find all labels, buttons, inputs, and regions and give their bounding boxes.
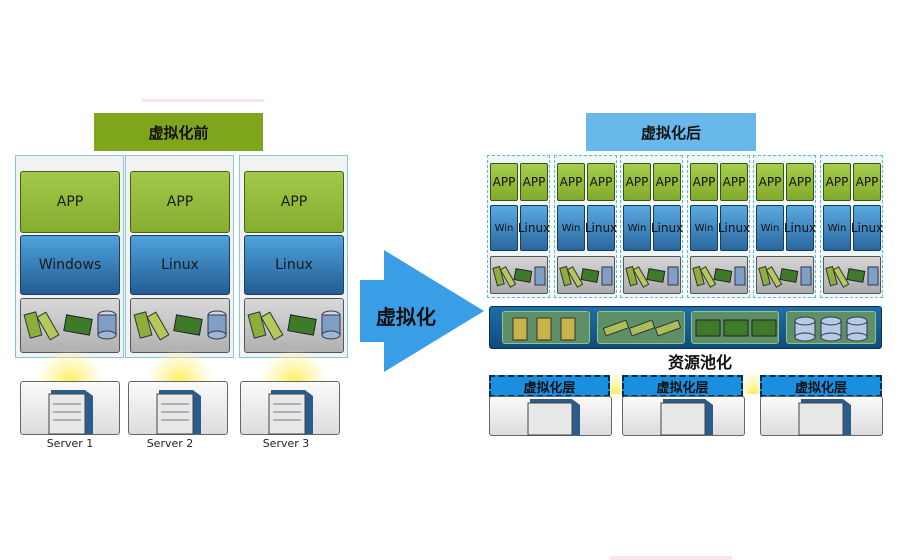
host-server-2 [622, 396, 745, 436]
pool-storage [786, 311, 876, 344]
hardware-icons [23, 310, 117, 341]
vm-app-block: APP [720, 163, 748, 201]
resource-pool-label: 资源池化 [667, 353, 732, 372]
os-block-2: Linux [130, 235, 230, 295]
vm-app-block: APP [520, 163, 548, 201]
vm-hardware-block [823, 256, 881, 294]
glow-3 [262, 350, 326, 382]
vm-app-block: APP [653, 163, 681, 201]
hardware-block-1 [20, 298, 120, 353]
app-block-1: APP [20, 171, 120, 233]
title-before-virtualization: 虚拟化前 [94, 113, 263, 151]
vm-app-block: APP [786, 163, 814, 201]
os-block-1: Windows [20, 235, 120, 295]
network-cards-icon [695, 319, 777, 337]
vm-app-block: APP [557, 163, 585, 201]
server-icon [268, 390, 313, 435]
vm-app-block: APP [853, 163, 881, 201]
virtualization-layer-2: 虚拟化层 [622, 375, 743, 397]
vm-os-win: Win [823, 205, 851, 251]
vm-os-linux: Linux [718, 205, 750, 251]
vm-os-win: Win [623, 205, 651, 251]
cpu-chips-icon [512, 317, 576, 341]
vm-os-win: Win [490, 205, 518, 251]
server-label-1: Server 1 [46, 437, 94, 450]
os-block-3: Linux [244, 235, 344, 295]
hardware-block-2 [130, 298, 230, 353]
vm-os-linux: Linux [585, 205, 617, 251]
vm-os-win: Win [690, 205, 718, 251]
decor-strip-bottom [610, 556, 732, 560]
physical-server-3 [240, 381, 340, 435]
virtualization-arrow [360, 250, 484, 372]
vm-os-linux: Linux [851, 205, 883, 251]
vm-os-win: Win [557, 205, 585, 251]
vm-os-linux: Linux [518, 205, 550, 251]
glow-1 [38, 350, 102, 382]
vm-hardware-block [557, 256, 615, 294]
virtualization-layer-1: 虚拟化层 [489, 375, 610, 397]
decor-strip-top [142, 99, 264, 102]
arrow-label: 虚拟化 [376, 305, 436, 329]
pool-memory [597, 311, 685, 344]
hardware-block-3 [244, 298, 344, 353]
physical-server-2 [128, 381, 228, 435]
host-server-1 [489, 396, 612, 436]
vm-hardware-block [623, 256, 681, 294]
vm-os-linux: Linux [651, 205, 683, 251]
server-icon [156, 390, 201, 435]
vm-app-block: APP [756, 163, 784, 201]
physical-server-1 [20, 381, 120, 435]
server-icon [660, 399, 713, 436]
storage-disks-icon [794, 316, 868, 342]
title-after-virtualization: 虚拟化后 [586, 113, 756, 151]
pool-cpu [502, 311, 590, 344]
server-label-2: Server 2 [146, 437, 194, 450]
pool-network [691, 311, 779, 344]
glow-2 [148, 350, 212, 382]
vm-app-block: APP [587, 163, 615, 201]
server-icon [527, 399, 580, 436]
vm-os-linux: Linux [784, 205, 816, 251]
vm-app-block: APP [623, 163, 651, 201]
vm-hardware-block [490, 256, 548, 294]
vm-hardware-block [756, 256, 814, 294]
vm-app-block: APP [490, 163, 518, 201]
host-server-3 [760, 396, 883, 436]
server-icon [48, 390, 93, 435]
vm-app-block: APP [823, 163, 851, 201]
vm-os-win: Win [756, 205, 784, 251]
virtualization-layer-3: 虚拟化层 [760, 375, 882, 397]
server-label-3: Server 3 [262, 437, 310, 450]
vm-hardware-block [690, 256, 748, 294]
app-block-2: APP [130, 171, 230, 233]
memory-sticks-icon [602, 319, 682, 337]
app-block-3: APP [244, 171, 344, 233]
hardware-icons [247, 310, 341, 341]
vm-app-block: APP [690, 163, 718, 201]
server-icon [798, 399, 851, 436]
hardware-icons [133, 310, 227, 341]
